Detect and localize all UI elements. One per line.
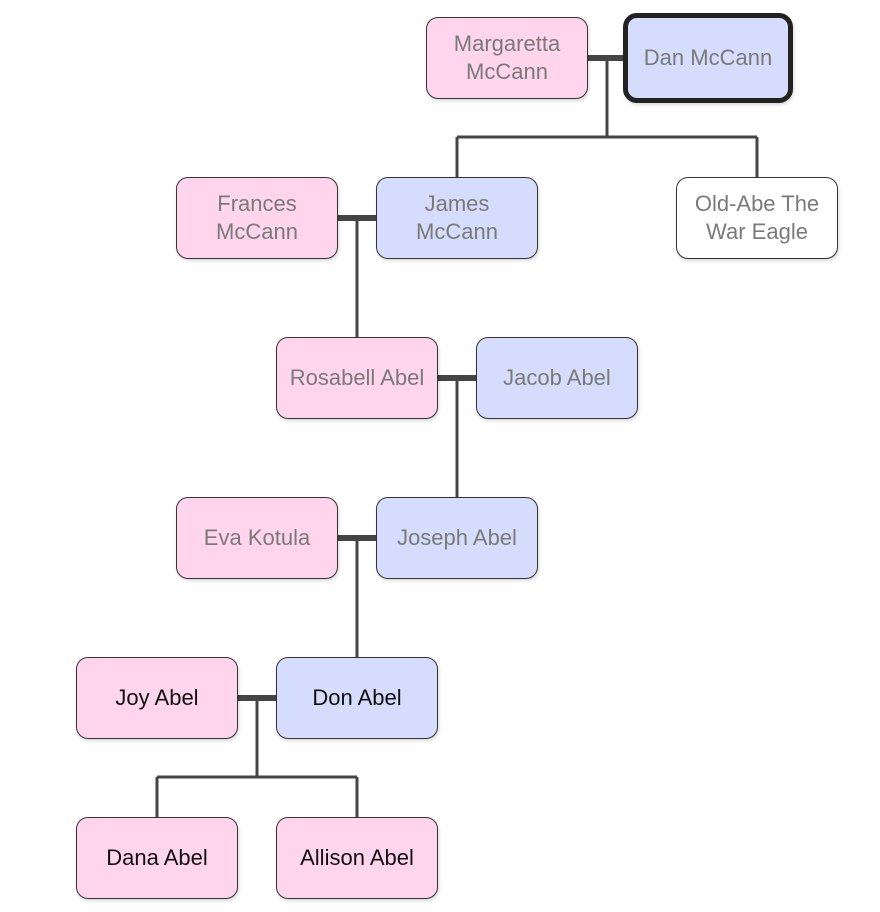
person-node-james-mccann[interactable]: James McCann bbox=[376, 177, 538, 259]
person-name: Joseph Abel bbox=[397, 525, 517, 550]
person-node-old-abe[interactable]: Old-Abe The War Eagle bbox=[676, 177, 838, 259]
person-name: Margaretta McCann bbox=[453, 31, 561, 84]
person-node-dan-mccann[interactable]: Dan McCann bbox=[623, 13, 793, 103]
person-node-frances-mccann[interactable]: Frances McCann bbox=[176, 177, 338, 259]
person-name: Rosabell Abel bbox=[289, 365, 425, 390]
person-name: Frances McCann bbox=[216, 191, 298, 244]
person-node-dana-abel[interactable]: Dana Abel bbox=[76, 817, 238, 899]
person-name: Dana Abel bbox=[106, 845, 208, 870]
person-node-rosabell-abel[interactable]: Rosabell Abel bbox=[276, 337, 438, 419]
person-name: Jacob Abel bbox=[503, 365, 611, 390]
person-name: James McCann bbox=[416, 191, 498, 244]
person-name: Joy Abel bbox=[115, 685, 199, 710]
person-node-joseph-abel[interactable]: Joseph Abel bbox=[376, 497, 538, 579]
person-name: Dan McCann bbox=[643, 45, 773, 70]
person-name: Allison Abel bbox=[300, 845, 414, 870]
person-name: Old-Abe The War Eagle bbox=[694, 191, 820, 244]
person-node-margaretta-mccann[interactable]: Margaretta McCann bbox=[426, 17, 588, 99]
person-name: Eva Kotula bbox=[203, 525, 311, 550]
person-node-don-abel[interactable]: Don Abel bbox=[276, 657, 438, 739]
person-name: Don Abel bbox=[312, 685, 402, 710]
person-node-jacob-abel[interactable]: Jacob Abel bbox=[476, 337, 638, 419]
person-node-allison-abel[interactable]: Allison Abel bbox=[276, 817, 438, 899]
person-node-eva-kotula[interactable]: Eva Kotula bbox=[176, 497, 338, 579]
person-node-joy-abel[interactable]: Joy Abel bbox=[76, 657, 238, 739]
